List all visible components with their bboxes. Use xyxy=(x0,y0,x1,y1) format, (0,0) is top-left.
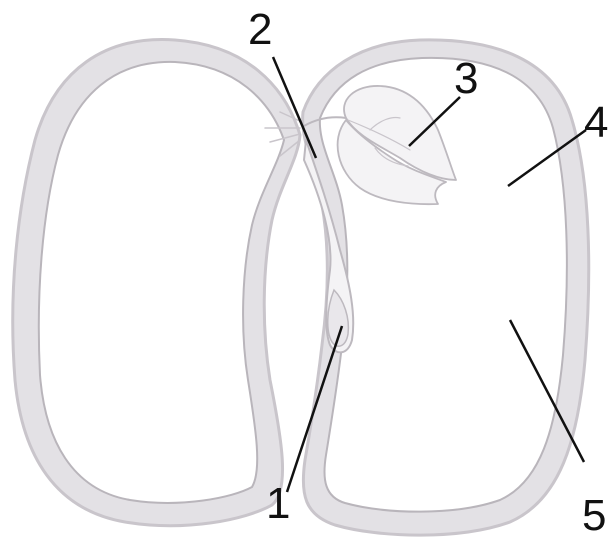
label-3: 3 xyxy=(454,54,478,103)
label-2: 2 xyxy=(248,5,272,54)
label-5: 5 xyxy=(582,491,606,540)
label-4: 4 xyxy=(584,98,608,147)
label-1: 1 xyxy=(266,479,290,528)
left-cotyledon xyxy=(13,40,300,526)
